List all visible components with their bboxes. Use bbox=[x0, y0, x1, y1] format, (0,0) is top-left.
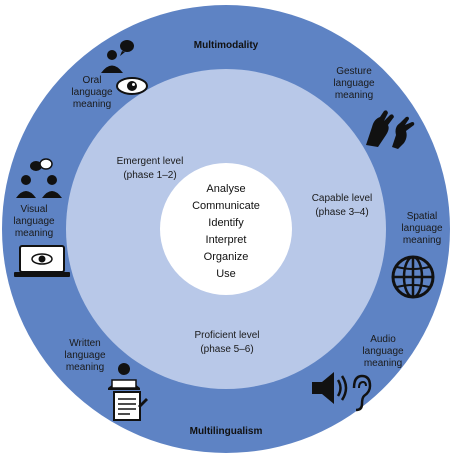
emergent-level-phase: (phase 1–2) bbox=[123, 170, 177, 181]
center-skill-item: Communicate bbox=[192, 200, 260, 212]
center-skill-item: Identify bbox=[208, 217, 244, 229]
proficient-level-name: Proficient level bbox=[194, 330, 260, 341]
proficient-level-phase: (phase 5–6) bbox=[200, 344, 254, 355]
capable-level-phase: (phase 3–4) bbox=[315, 207, 369, 218]
emergent-level: Emergent level (phase 1–2) bbox=[100, 155, 200, 183]
people-bubbles-icon bbox=[16, 158, 62, 198]
center-skills-list: Analyse Communicate Identify Interpret O… bbox=[186, 181, 266, 283]
visual-language-label: Visual language meaning bbox=[13, 204, 55, 239]
oral-language-label: Oral language meaning bbox=[71, 75, 113, 110]
emergent-level-name: Emergent level bbox=[116, 156, 184, 167]
audio-language-label: Audio language meaning bbox=[362, 334, 404, 369]
speaker-ear-icon bbox=[312, 372, 372, 412]
globe-icon bbox=[391, 255, 435, 299]
multimodality-title: Multimodality bbox=[193, 40, 259, 51]
center-circle bbox=[160, 163, 292, 295]
proficient-level: Proficient level (phase 5–6) bbox=[172, 329, 282, 357]
capable-level-name: Capable level bbox=[311, 193, 373, 204]
center-skill-item: Use bbox=[216, 268, 236, 280]
capable-level: Capable level (phase 3–4) bbox=[292, 192, 392, 220]
center-skill-item: Interpret bbox=[205, 234, 247, 246]
sign-language-hands-icon bbox=[366, 110, 415, 149]
center-skill-item: Organize bbox=[203, 251, 249, 263]
written-language-label: Written language meaning bbox=[64, 338, 106, 373]
spatial-language-label: Spatial language meaning bbox=[401, 211, 443, 246]
multilingualism-title: Multilingualism bbox=[189, 426, 263, 437]
laptop-eye-icon bbox=[14, 245, 70, 277]
center-skill-item: Analyse bbox=[206, 183, 246, 195]
speaking-person-eye-icon bbox=[101, 40, 148, 95]
gesture-language-label: Gesture language meaning bbox=[333, 66, 375, 101]
reader-document-icon bbox=[108, 363, 148, 421]
